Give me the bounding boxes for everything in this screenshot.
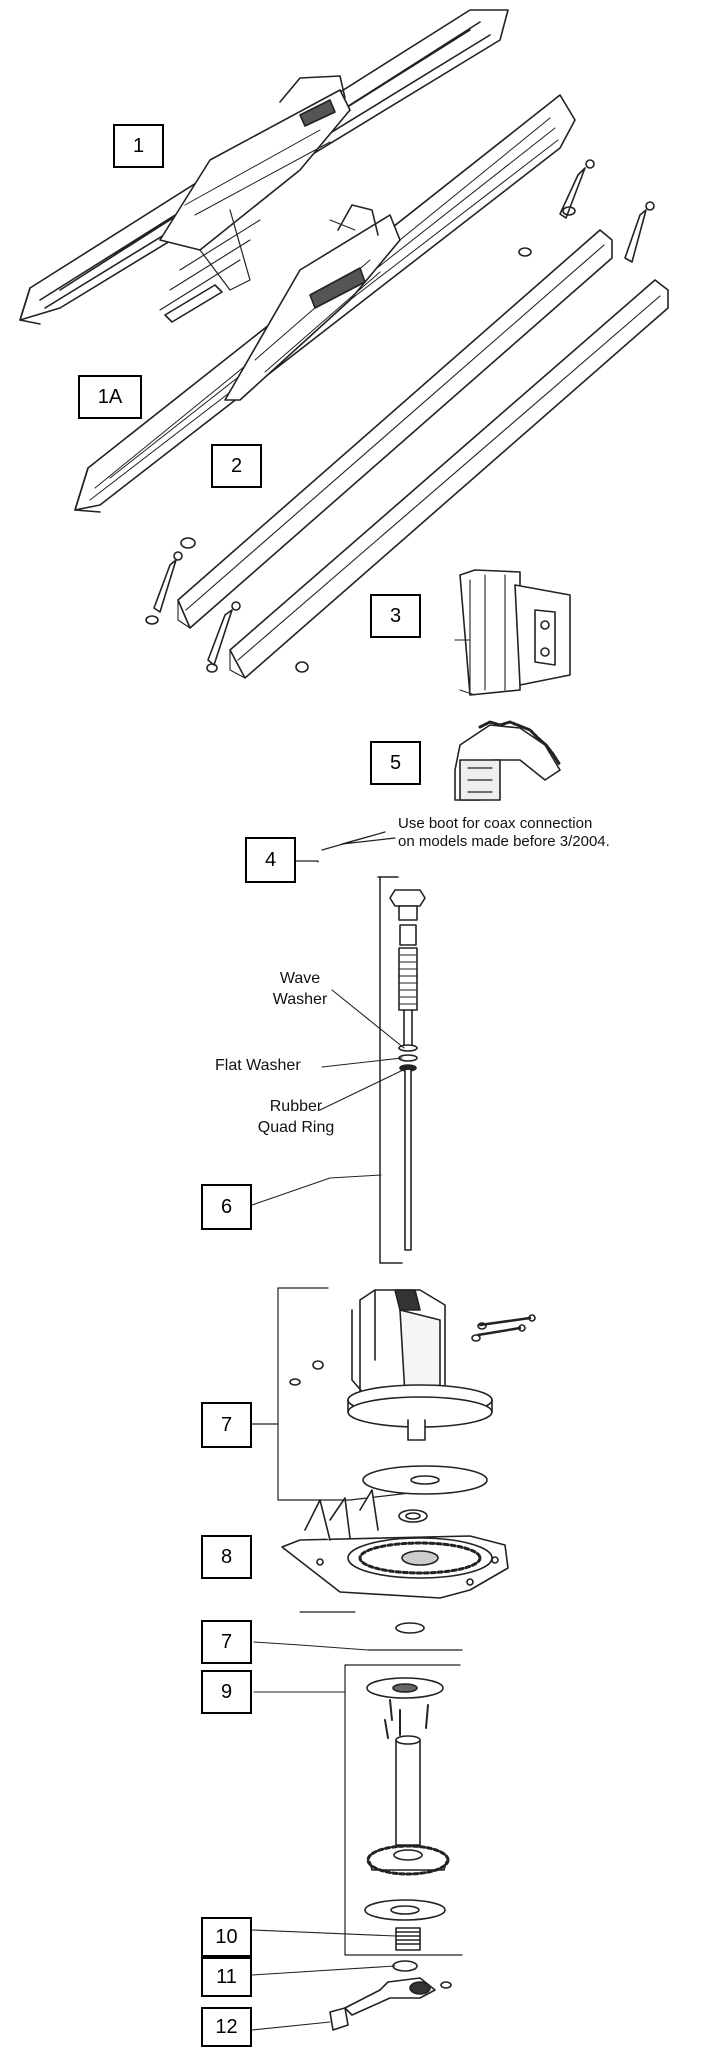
part-label-12: 12 bbox=[201, 2007, 252, 2047]
part-label-9: 9 bbox=[201, 1670, 252, 1714]
mounting-bracket bbox=[454, 569, 571, 696]
label-6-leader bbox=[251, 1174, 382, 1206]
part-label-2: 2 bbox=[211, 444, 262, 488]
base-plate bbox=[281, 1489, 509, 1599]
head-assembly bbox=[251, 1287, 536, 1523]
crank-handle bbox=[251, 1960, 452, 2031]
support-bars bbox=[145, 159, 669, 679]
part-label-6: 6 bbox=[201, 1184, 252, 1230]
part-label-7-lower: 7 bbox=[201, 1620, 252, 1664]
part-label-5: 5 bbox=[370, 741, 421, 785]
part-label-4: 4 bbox=[245, 837, 296, 883]
part-label-10: 10 bbox=[201, 1917, 252, 1957]
wave-washer-leader bbox=[331, 989, 405, 1049]
antenna-element-lower bbox=[74, 94, 576, 513]
part-label-8: 8 bbox=[201, 1535, 252, 1579]
wave-washer-callout: Wave Washer bbox=[272, 970, 328, 1008]
rod-assembly bbox=[377, 876, 426, 1264]
shaft-assembly bbox=[253, 1664, 463, 1956]
boot-note-line-1: Use boot for coax connection bbox=[398, 815, 593, 832]
part-label-11: 11 bbox=[201, 1957, 252, 1997]
quad-ring-callout: Rubber Quad Ring bbox=[257, 1098, 335, 1136]
part-label-7-upper: 7 bbox=[201, 1402, 252, 1448]
part-label-3: 3 bbox=[370, 594, 421, 638]
gear-segment bbox=[454, 720, 562, 801]
label-4-leader bbox=[295, 860, 319, 863]
quad-ring-leader bbox=[319, 1069, 404, 1111]
part-label-1a: 1A bbox=[78, 375, 142, 419]
spring bbox=[251, 1927, 421, 1951]
washer-7b bbox=[253, 1611, 463, 1651]
boot-pointer bbox=[321, 831, 396, 851]
antenna-element-upper bbox=[19, 9, 509, 325]
boot-note-line-2: on models made before 3/2004. bbox=[398, 833, 610, 850]
flat-washer-callout: Flat Washer bbox=[215, 1057, 301, 1074]
part-label-1: 1 bbox=[113, 124, 164, 168]
flat-washer-leader bbox=[321, 1057, 403, 1068]
